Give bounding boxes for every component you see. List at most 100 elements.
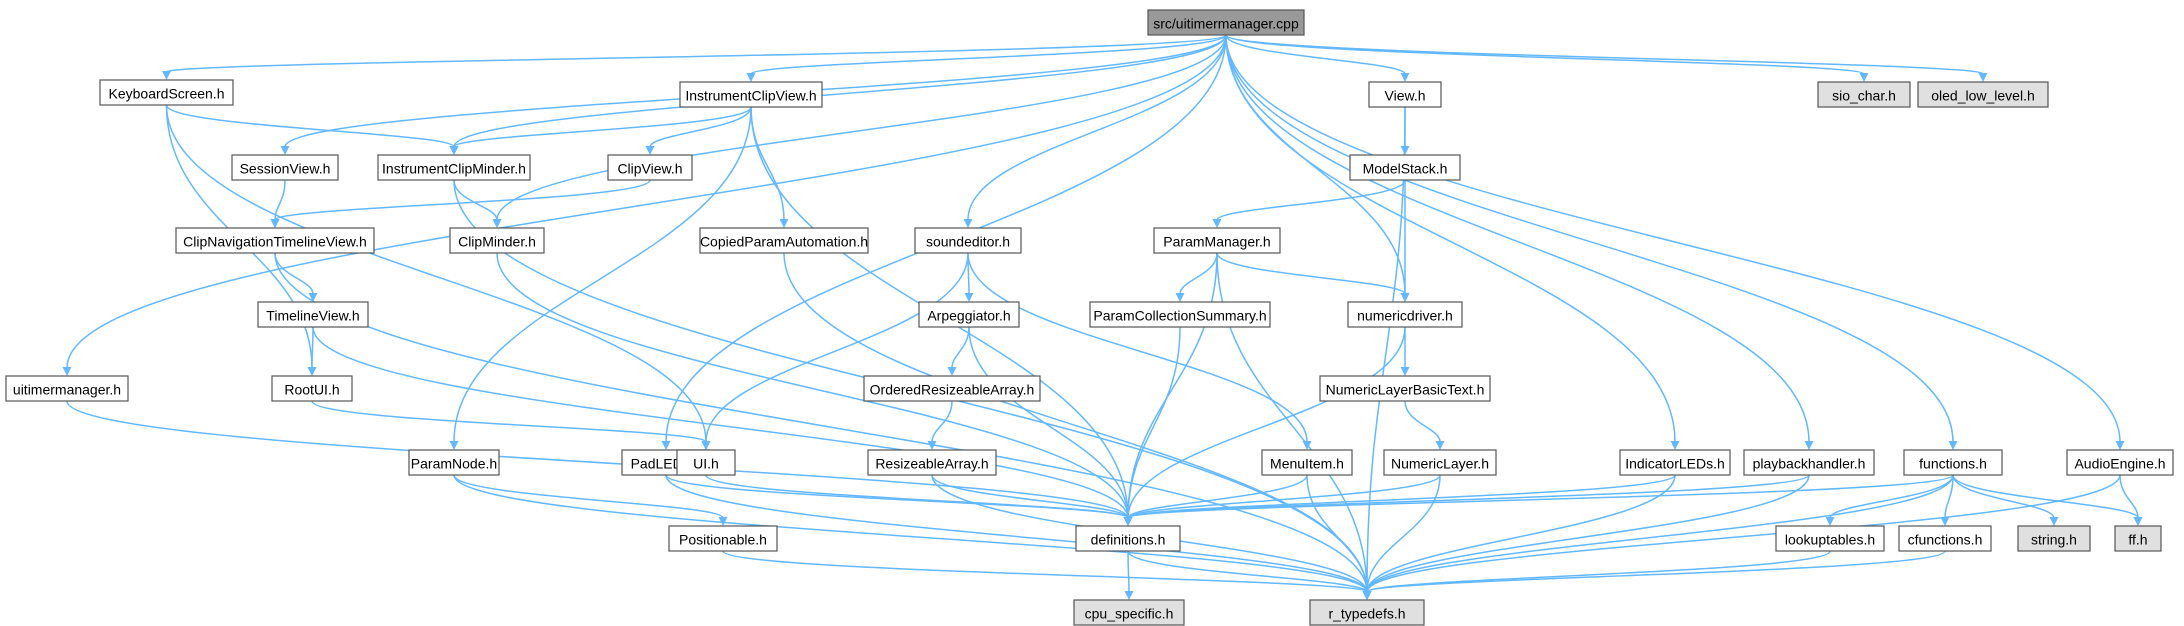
edge-line	[705, 474, 1129, 519]
edge-ClipView_h-to-ClipNavigationTimelineView_h	[270, 179, 651, 228]
edge-line	[665, 474, 1368, 593]
edge-line	[1944, 474, 1954, 519]
edge-arrowhead	[963, 219, 973, 228]
node-sio-char-h: sio_char.h	[1817, 81, 1911, 108]
edge-ClipNavigationTimelineView_h-to-TimelineView_h	[274, 252, 318, 302]
node-label: UI.h	[693, 456, 719, 472]
edge-line	[2119, 474, 2139, 519]
node-cfunctions-h[interactable]: cfunctions.h	[1898, 525, 1992, 552]
node-box	[257, 301, 369, 328]
edge-line	[496, 34, 1227, 221]
node-functions-h[interactable]: functions.h	[1903, 449, 2003, 476]
nodes-layer: src/uitimermanager.cpp uitimermanager.h Ke…	[5, 9, 2174, 626]
node-IndicatorLEDs-h[interactable]: IndicatorLEDs.h	[1619, 449, 1731, 476]
node-box	[1903, 449, 2003, 476]
edge-line	[1127, 326, 1181, 519]
node-ParamManager-h[interactable]: ParamManager.h	[1153, 227, 1281, 254]
node-label: definitions.h	[1091, 532, 1166, 548]
node-label: playbackhandler.h	[1753, 456, 1866, 472]
node-box	[1309, 599, 1425, 626]
edge-arrowhead	[308, 293, 318, 302]
edge-root-to-IndicatorLEDs_h	[1225, 34, 1680, 450]
edge-root-to-InstrumentClipView_h	[746, 34, 1227, 82]
node-lookuptables-h[interactable]: lookuptables.h	[1775, 525, 1885, 552]
edge-line	[1225, 34, 1406, 75]
edge-InstrumentClipMinder_h-to-ClipMinder_h	[453, 179, 502, 228]
node-label: NumericLayer.h	[1391, 456, 1489, 472]
edge-line	[1225, 34, 1865, 75]
node-label: TimelineView.h	[266, 308, 359, 324]
node-UI-h[interactable]: UI.h	[676, 449, 736, 476]
edge-line	[951, 326, 970, 369]
edge-arrowhead	[1948, 441, 1958, 450]
node-numericdriver-h[interactable]: numericdriver.h	[1347, 301, 1463, 328]
node-label: RootUI.h	[284, 382, 339, 398]
edge-arrowhead	[1400, 293, 1410, 302]
node-box	[676, 449, 736, 476]
node-ModelStack-h[interactable]: ModelStack.h	[1349, 154, 1461, 181]
edge-soundeditor_h-to-MenuItem_h	[967, 252, 1312, 450]
node-label: IndicatorLEDs.h	[1625, 456, 1725, 472]
edge-ModelStack_h-to-ParamManager_h	[1212, 179, 1406, 228]
edge-InstrumentClipView_h-to-CopiedParamAutomation_h	[750, 106, 789, 228]
node-definitions-h[interactable]: definitions.h	[1075, 525, 1181, 552]
edge-root-to-uitimermanager_h	[62, 34, 1227, 376]
node-playbackhandler-h[interactable]: playbackhandler.h	[1743, 449, 1875, 476]
node-oled-low-level-h: oled_low_level.h	[1917, 81, 2049, 108]
node-uitimermanager-h[interactable]: uitimermanager.h	[5, 375, 129, 402]
node-label: ClipNavigationTimelineView.h	[183, 234, 367, 250]
node-InstrumentClipView-h[interactable]: InstrumentClipView.h	[679, 81, 823, 108]
node-AudioEngine-h[interactable]: AudioEngine.h	[2066, 449, 2174, 476]
node-box	[1147, 9, 1305, 36]
edge-line	[1952, 474, 2055, 519]
edge-line	[783, 252, 1368, 593]
edge-line	[1366, 550, 1946, 593]
node-OrderedResizeableArray-h[interactable]: OrderedResizeableArray.h	[863, 375, 1041, 402]
node-RootUI-h[interactable]: RootUI.h	[271, 375, 353, 402]
node-Arpeggiator-h[interactable]: Arpeggiator.h	[918, 301, 1020, 328]
node-MenuItem-h[interactable]: MenuItem.h	[1261, 449, 1353, 476]
node-View-h[interactable]: View.h	[1368, 81, 1442, 108]
edge-arrowhead	[2115, 441, 2125, 450]
edge-line	[1127, 474, 1441, 519]
node-root[interactable]: src/uitimermanager.cpp	[1147, 9, 1305, 36]
node-NumericLayerBasicText-h[interactable]: NumericLayerBasicText.h	[1319, 375, 1491, 402]
node-label: Positionable.h	[679, 532, 767, 548]
edge-line	[705, 252, 969, 443]
edge-NumericLayerBasicText_h-to-NumericLayer_h	[1404, 400, 1445, 450]
edge-ResizeableArray_h-to-definitions_h	[931, 474, 1133, 526]
node-label: ParamManager.h	[1163, 234, 1270, 250]
edge-line	[1225, 34, 2121, 443]
node-SessionView-h[interactable]: SessionView.h	[231, 154, 339, 181]
node-label: cpu_specific.h	[1085, 606, 1174, 622]
node-box	[863, 375, 1041, 402]
edge-Positionable_h-to-r_typedefs_h	[722, 550, 1372, 600]
node-Positionable-h[interactable]: Positionable.h	[668, 525, 778, 552]
node-CopiedParamAutomation-h[interactable]: CopiedParamAutomation.h	[699, 227, 869, 254]
node-ClipNavigationTimelineView-h[interactable]: ClipNavigationTimelineView.h	[175, 227, 375, 254]
edge-line	[165, 104, 455, 148]
node-ParamNode-h[interactable]: ParamNode.h	[408, 449, 500, 476]
node-NumericLayer-h[interactable]: NumericLayer.h	[1383, 449, 1497, 476]
edge-arrowhead	[492, 219, 502, 228]
node-soundeditor-h[interactable]: soundeditor.h	[914, 227, 1022, 254]
edge-line	[1225, 34, 1676, 443]
edge-arrowhead	[746, 73, 756, 82]
edge-line	[1366, 474, 1441, 593]
edge-arrowhead	[1435, 441, 1445, 450]
edge-arrowhead	[2049, 517, 2059, 526]
node-label: r_typedefs.h	[1328, 606, 1405, 622]
node-box	[607, 154, 693, 181]
node-TimelineView-h[interactable]: TimelineView.h	[257, 301, 369, 328]
edge-arrowhead	[280, 146, 290, 155]
edge-arrowhead	[307, 367, 317, 376]
node-ClipMinder-h[interactable]: ClipMinder.h	[449, 227, 545, 254]
edge-View_h-to-r_typedefs_h	[1362, 106, 1406, 600]
edge-arrowhead	[2133, 517, 2143, 526]
node-ResizeableArray-h[interactable]: ResizeableArray.h	[867, 449, 997, 476]
edge-root-to-soundeditor_h	[963, 34, 1227, 228]
node-ClipView-h[interactable]: ClipView.h	[607, 154, 693, 181]
node-InstrumentClipMinder-h[interactable]: InstrumentClipMinder.h	[377, 154, 531, 181]
node-ParamCollectionSummary-h[interactable]: ParamCollectionSummary.h	[1089, 301, 1271, 328]
node-KeyboardScreen-h[interactable]: KeyboardScreen.h	[99, 79, 234, 106]
